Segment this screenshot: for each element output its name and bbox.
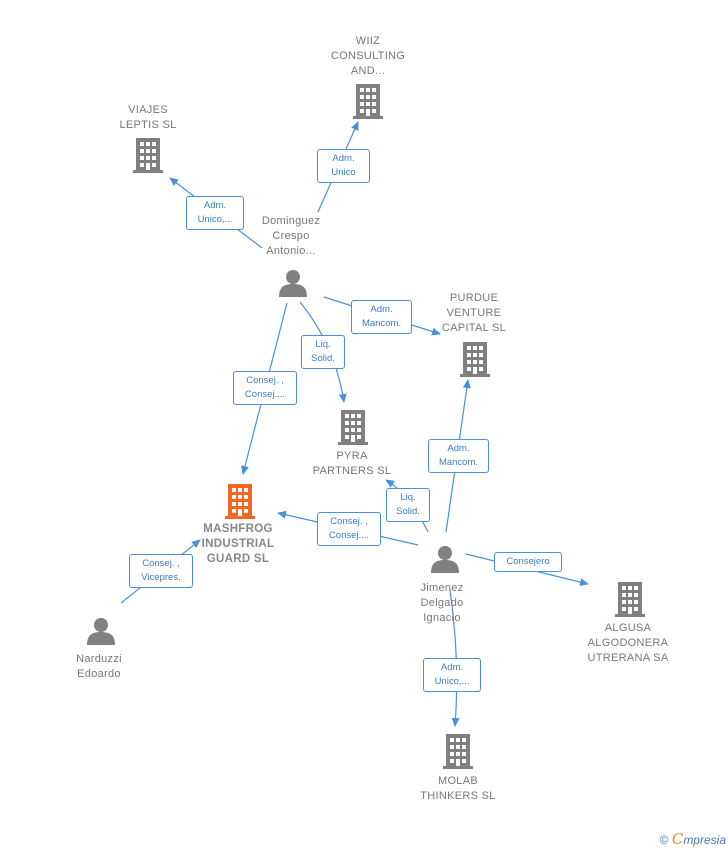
wiiz-building-icon[interactable] bbox=[353, 84, 383, 119]
mashfrog-building-icon[interactable] bbox=[225, 484, 255, 519]
empresia-logo-initial: C bbox=[671, 830, 684, 848]
relation-label-jimenez-molab[interactable]: Adm. Unico,... bbox=[423, 658, 481, 692]
wiiz-label[interactable]: WIIZ CONSULTING AND... bbox=[330, 35, 406, 77]
dominguez-label[interactable]: Dominguez Crespo Antonio... bbox=[261, 215, 321, 257]
mashfrog-label[interactable]: MASHFROG INDUSTRIAL GUARD SL bbox=[201, 523, 275, 565]
dominguez-person-icon[interactable] bbox=[279, 270, 307, 297]
relation-label-dominguez-mashfrog[interactable]: Consej. , Consej.... bbox=[233, 371, 297, 405]
copyright-symbol: © bbox=[659, 833, 669, 847]
relation-label-narduzzi-mashfrog[interactable]: Consej. , Vicepres. bbox=[129, 554, 193, 588]
relation-label-jimenez-purdue[interactable]: Adm. Mancom. bbox=[428, 439, 489, 473]
algusa-building-icon[interactable] bbox=[615, 582, 645, 617]
relation-label-dominguez-wiiz[interactable]: Adm. Unico bbox=[317, 149, 370, 183]
algusa-label[interactable]: ALGUSA ALGODONERA UTRERANA SA bbox=[587, 622, 669, 664]
purdue-building-icon[interactable] bbox=[460, 342, 490, 377]
relation-label-dominguez-viajes[interactable]: Adm. Unico,... bbox=[186, 196, 244, 230]
jimenez-label[interactable]: Jimenez Delgado Ignacio bbox=[420, 582, 464, 624]
relation-label-dominguez-pyra[interactable]: Liq. Solid. bbox=[301, 335, 345, 369]
empresia-logo-text: mpresia bbox=[683, 833, 726, 847]
pyra-building-icon[interactable] bbox=[338, 410, 368, 445]
empresia-footer[interactable]: © Cmpresia bbox=[660, 830, 726, 848]
jimenez-person-icon[interactable] bbox=[431, 546, 459, 573]
narduzzi-person-icon[interactable] bbox=[87, 618, 115, 645]
purdue-label[interactable]: PURDUE VENTURE CAPITAL SL bbox=[441, 292, 507, 334]
molab-label[interactable]: MOLAB THINKERS SL bbox=[420, 775, 496, 802]
viajes-building-icon[interactable] bbox=[133, 138, 163, 173]
relation-label-jimenez-algusa[interactable]: Consejero bbox=[494, 552, 562, 572]
pyra-label[interactable]: PYRA PARTNERS SL bbox=[312, 450, 392, 477]
relation-label-dominguez-purdue[interactable]: Adm. Mancom. bbox=[351, 300, 412, 334]
molab-building-icon[interactable] bbox=[443, 734, 473, 769]
viajes-label[interactable]: VIAJES LEPTIS SL bbox=[119, 104, 177, 131]
narduzzi-label[interactable]: Narduzzi Edoardo bbox=[76, 653, 122, 680]
relation-label-jimenez-pyra[interactable]: Liq. Solid. bbox=[386, 488, 430, 522]
relation-label-jimenez-mashfrog[interactable]: Consej. , Consej.... bbox=[317, 512, 381, 546]
